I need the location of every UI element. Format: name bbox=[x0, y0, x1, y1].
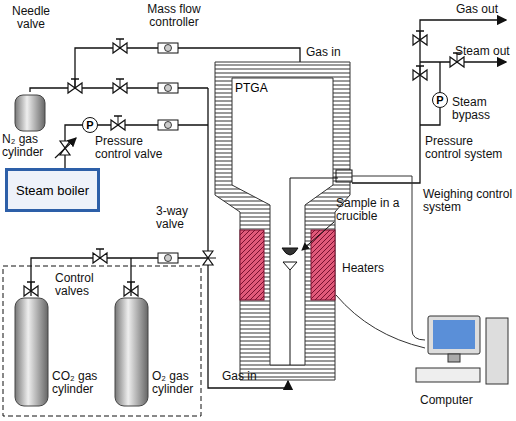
gauge-letter: P bbox=[436, 95, 443, 106]
part-label: 3-way valve bbox=[156, 205, 202, 231]
part-label: Steam bypass bbox=[452, 96, 507, 122]
part-label: Steam out bbox=[455, 45, 513, 58]
part-label: Mass flow controller bbox=[138, 3, 210, 29]
steam-boiler: Steam boiler bbox=[5, 168, 100, 212]
part-label: Gas in bbox=[222, 370, 272, 383]
chamber-label: PTGA bbox=[235, 81, 268, 95]
part-label: O₂ gas cylinder bbox=[152, 370, 200, 396]
box-label: Steam boiler bbox=[16, 183, 89, 198]
part-label: Sample in a crucible bbox=[336, 197, 404, 223]
part-label: Pressure control system bbox=[425, 135, 511, 161]
ptga-chamber: PTGA bbox=[215, 62, 350, 380]
part-label: Weighing control system bbox=[423, 188, 513, 214]
part-label: N₂ gas cylinder bbox=[2, 133, 54, 159]
part-label: Needle valve bbox=[4, 5, 58, 31]
part-label: Control valves bbox=[55, 272, 110, 298]
pressure-gauge: P bbox=[82, 117, 98, 133]
part-label: Heaters bbox=[342, 262, 392, 275]
gauge-letter: P bbox=[86, 120, 93, 131]
part-label: CO₂ gas cylinder bbox=[52, 370, 110, 396]
part-label: Gas in bbox=[306, 46, 350, 59]
part-label: Gas out bbox=[456, 3, 512, 16]
part-label: Computer bbox=[420, 394, 490, 407]
part-label: Pressure control valve bbox=[95, 135, 173, 161]
pressure-gauge: P bbox=[432, 92, 448, 108]
